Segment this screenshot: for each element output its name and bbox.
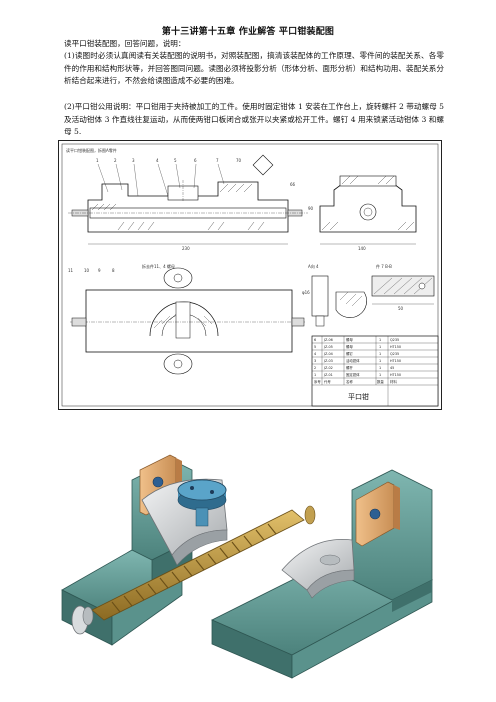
tb-header-c1: 代号 [324, 379, 331, 384]
tb-header-c2: 名称 [346, 379, 353, 384]
balloon-1: 1 [96, 158, 99, 163]
balloon-4: 4 [156, 158, 159, 163]
tb-header-c0: 序号 [314, 379, 321, 384]
base-rail-right [211, 469, 433, 679]
tb-assembly-name: 平口钳 [348, 392, 369, 401]
tb-r4-c1: JZ-02 [323, 366, 333, 370]
balloon-3: 3 [132, 158, 135, 163]
dim-230: 230 [182, 246, 190, 251]
balloon-10: 10 [84, 268, 90, 273]
part-balloons [97, 163, 225, 197]
tb-r0-c3: 1 [379, 338, 381, 342]
tb-r5-c0: 1 [314, 373, 316, 377]
frame-note: 读平口钳装配图，拆图A零件 [66, 147, 117, 153]
view-b-label: 件 7 B-B [376, 263, 392, 269]
balloon-6: 6 [194, 158, 197, 163]
locking-screw [177, 479, 227, 527]
jaw-plate-right [355, 481, 400, 547]
intro-paragraph: 读平口钳装配图，回答问题，说明： [64, 39, 186, 48]
title-block: 6 JZ-06 螺母 1 Q235 5 JZ-05 螺母 1 HT150 4 J… [311, 335, 439, 407]
balloon-8: 8 [112, 268, 115, 273]
tb-r3-c2: 活动钳体 [346, 358, 360, 363]
tb-r1-c3: 1 [379, 345, 381, 349]
dim-140: 140 [358, 246, 366, 251]
vise-3d-render [61, 454, 433, 679]
part-view-a: A向 4 φ16 [302, 263, 367, 327]
balloon-11: 11 [68, 268, 74, 273]
tb-r5-c3: 1 [379, 373, 381, 377]
tb-r5-c1: JZ-01 [323, 373, 333, 377]
dim-90: 90 [308, 206, 314, 211]
tb-r2-c4: Q235 [390, 352, 399, 356]
screw-nut [281, 539, 355, 599]
tb-r5-c2: 固定钳体 [346, 372, 360, 377]
view-a-label: A向 4 [308, 263, 319, 269]
document-title: 第十三讲第十五章 作业解答 平口钳装配图 [161, 27, 335, 37]
tb-r1-c2: 螺母 [346, 344, 353, 349]
tb-r0-c1: JZ-06 [323, 338, 333, 342]
paragraph-item-2: (2)平口钳公用说明：平口钳用于夹持被加工的工件。使用时固定钳体 1 安装在工作… [64, 102, 444, 137]
tb-r0-c2: 螺母 [346, 337, 353, 342]
dim-70: 70 [236, 158, 242, 163]
dim-66: 66 [290, 182, 296, 187]
paragraph-item-1: (1)读图时必须认真阅读有关装配图的说明书，对照装配图，搞清该装配体的工作原理、… [64, 51, 444, 86]
assembly-drawing: 读平口钳装配图，拆图A零件 230 66 1 2 3 4 5 6 [58, 140, 442, 410]
tb-r1-c0: 5 [314, 345, 316, 349]
tb-r1-c4: HT150 [390, 345, 401, 349]
tb-r5-c4: HT150 [390, 373, 401, 377]
tb-r2-c2: 螺钉 [346, 351, 353, 356]
tb-r1-c1: JZ-05 [323, 345, 333, 349]
tb-r3-c3: 1 [379, 359, 381, 363]
dim-50: 50 [398, 306, 404, 311]
tb-header-c3: 数量 [377, 379, 384, 384]
tb-r4-c4: 45 [390, 366, 394, 370]
tb-header-c4: 材料 [390, 379, 397, 384]
tb-r4-c3: 1 [379, 366, 381, 370]
dim-phi16: φ16 [302, 290, 310, 295]
tb-r2-c1: JZ-04 [323, 352, 333, 356]
square-detail [252, 154, 274, 176]
tb-r3-c0: 3 [314, 359, 316, 363]
balloon-2: 2 [114, 158, 117, 163]
lead-screw [71, 505, 316, 635]
tb-r4-c2: 螺杆 [346, 365, 353, 370]
top-view: 拆去件11、4 螺母 11 10 9 8 [68, 263, 306, 375]
tb-r2-c3: 1 [379, 352, 381, 356]
tb-r3-c1: JZ-03 [323, 359, 333, 363]
front-section-view: 230 66 [68, 180, 308, 251]
balloon-9: 9 [98, 268, 101, 273]
tb-r2-c0: 4 [314, 352, 316, 356]
side-section-view: 140 90 [308, 175, 417, 251]
section-label: 拆去件11、4 螺母 [142, 263, 175, 269]
tb-r4-c0: 2 [314, 366, 316, 370]
balloon-7: 7 [216, 158, 219, 163]
part-view-b: 件 7 B-B 50 [371, 263, 435, 311]
tb-r3-c4: HT150 [390, 359, 401, 363]
balloon-5: 5 [174, 158, 177, 163]
tb-r0-c0: 6 [314, 338, 316, 342]
tb-r0-c4: Q235 [390, 338, 399, 342]
